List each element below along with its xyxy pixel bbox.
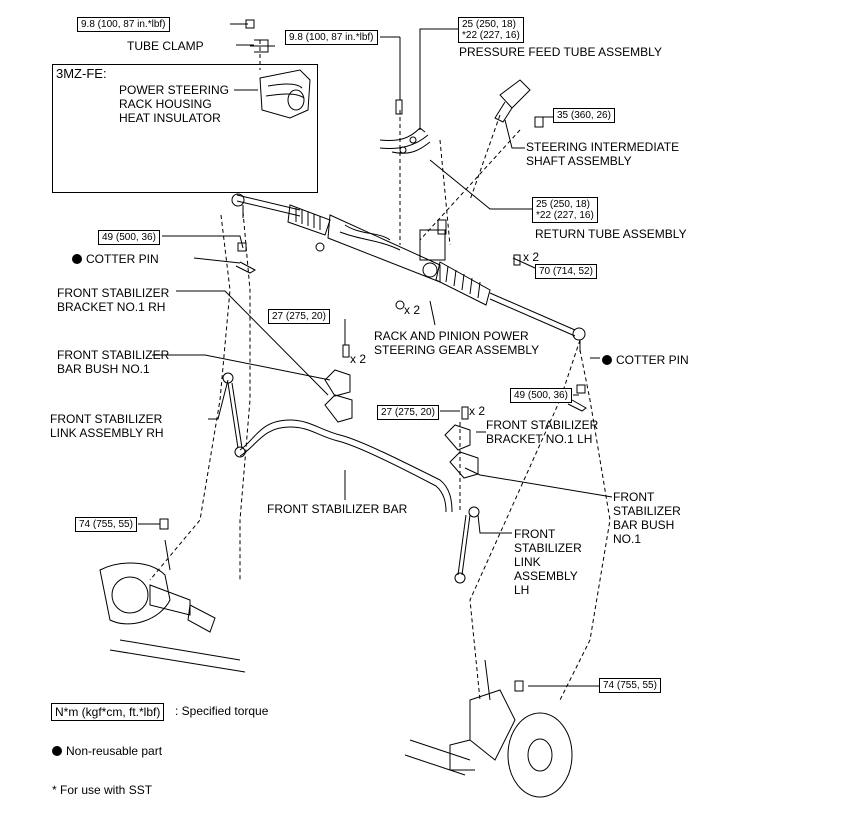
torque-spec-link-rh: 74 (755, 55) [75,517,137,532]
steering-rack-drawing [231,193,586,352]
torque-spec-bracket-rh: 27 (275, 20) [268,309,330,324]
label-stabilizer-link-rh: FRONT STABILIZER LINK ASSEMBLY RH [50,412,164,440]
legend-sst-note: * For use with SST [52,783,153,797]
non-reusable-icon [602,355,612,365]
stabilizer-brackets [324,344,479,479]
torque-spec-tie-rod-lh: 49 (500, 36) [510,388,572,403]
label-stabilizer-bracket-rh: FRONT STABILIZER BRACKET NO.1 RH [57,286,170,314]
non-reusable-icon [72,254,82,264]
label-rack-and-pinion: RACK AND PINION POWER STEERING GEAR ASSE… [374,329,540,357]
label-stabilizer-bracket-lh: FRONT STABILIZER BRACKET NO.1 LH [486,418,599,446]
intermediate-shaft-drawing [494,79,544,128]
torque-spec-tube-clamp: 9.8 (100, 87 in.*lbf) [77,17,170,32]
label-pressure-feed-tube: PRESSURE FEED TUBE ASSEMBLY [459,45,662,59]
non-reusable-icon [52,746,62,756]
torque-spec-tie-rod-rh: 49 (500, 36) [98,230,160,245]
tube-assemblies [379,99,431,154]
stabilizer-link-drawings [222,372,480,584]
legend-torque-desc: : Specified torque [175,704,269,718]
legend-torque-unit-box: N*m (kgf*cm, ft.*lbf) [51,703,165,721]
qty-bracket-lh-bolts: x 2 [469,404,486,418]
torque-spec-bracket-lh: 27 (275, 20) [377,405,439,420]
label-cotter-pin-lh: COTTER PIN [602,353,689,367]
label-bar-bush-lh: FRONT STABILIZER BAR BUSH NO.1 [613,490,681,546]
knuckle-right-drawing [404,659,573,798]
torque-spec-pressure-feed: 25 (250, 18) *22 (227, 16) [458,17,524,43]
label-stabilizer-bar: FRONT STABILIZER BAR [267,502,408,516]
engine-variant-frame [52,64,318,193]
torque-spec-intermediate-shaft: 35 (360, 26) [553,108,615,123]
alignment-lines [149,40,611,701]
qty-gear-mount-bolts: x 2 [523,250,540,264]
torque-spec-return-tube: 25 (250, 18) *22 (227, 16) [532,197,598,223]
label-tube-clamp: TUBE CLAMP [127,39,204,53]
leader-lines [138,23,613,687]
knuckle-left-drawing [99,518,246,673]
stabilizer-bar-drawing [239,419,453,513]
label-bar-bush-rh: FRONT STABILIZER BAR BUSH NO.1 [57,348,170,376]
legend-non-reusable: Non-reusable part [52,744,162,758]
torque-spec-gear-mount: 70 (714, 52) [535,264,597,279]
torque-spec-tube-union: 9.8 (100, 87 in.*lbf) [285,30,378,45]
label-stabilizer-link-lh: FRONT STABILIZER LINK ASSEMBLY LH [514,527,582,597]
cotter-pin-drawings [235,242,587,412]
label-engine-variant: 3MZ-FE: [56,66,107,81]
tube-clamp-drawing [245,19,275,53]
qty-bracket-rh-bolts: x 2 [350,352,367,366]
label-heat-insulator: POWER STEERING RACK HOUSING HEAT INSULAT… [119,83,230,125]
label-return-tube: RETURN TUBE ASSEMBLY [535,227,687,241]
torque-spec-link-lh: 74 (755, 55) [599,678,661,693]
qty-gear-mount-nuts: x 2 [404,303,421,317]
label-cotter-pin-rh: COTTER PIN [72,252,159,266]
heat-insulator-drawing [259,69,311,119]
label-intermediate-shaft: STEERING INTERMEDIATE SHAFT ASSEMBLY [526,140,680,168]
